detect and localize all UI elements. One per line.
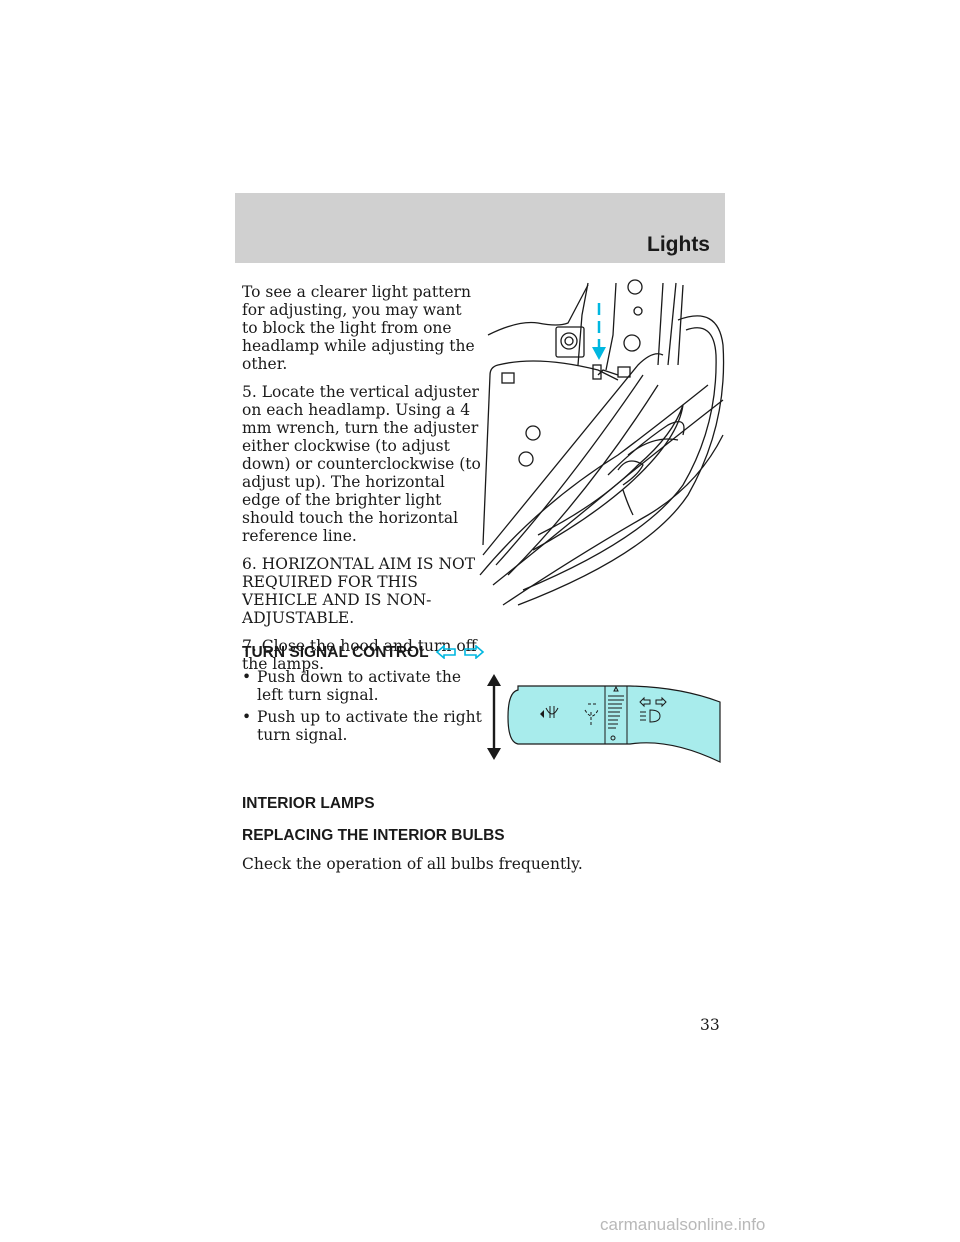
paragraph-vertical-adjuster: 5. Locate the vertical adjuster on each …: [242, 383, 481, 545]
turn-signal-heading-text: TURN SIGNAL CONTROL: [242, 644, 429, 661]
section-title: Lights: [647, 233, 710, 256]
bullet-dot: •: [242, 668, 252, 686]
interior-body-text: Check the operation of all bulbs frequen…: [242, 855, 583, 873]
paragraph-close-hood: 7. Close the hood and turn off the lamps…: [242, 637, 477, 673]
turn-signal-list: • Push down to activate the left turn sig…: [242, 668, 482, 748]
aim-instructions: To see a clearer light pattern for adjus…: [242, 283, 482, 683]
headlamp-adjuster-illustration: [479, 279, 725, 606]
list-item: • Push up to activate the right turn sign…: [242, 708, 482, 744]
turn-signal-lever-illustration: [487, 674, 721, 763]
interior-lamps-heading: INTERIOR LAMPS: [242, 795, 375, 812]
replacing-bulbs-subheading: REPLACING THE INTERIOR BULBS: [242, 827, 505, 844]
list-item: • Push down to activate the left turn sig…: [242, 668, 482, 704]
paragraph-horizontal-aim: 6. HORIZONTAL AIM IS NOT REQUIRED FOR TH…: [242, 555, 476, 627]
bullet-dot: •: [242, 708, 252, 726]
turn-signal-heading: TURN SIGNAL CONTROL: [242, 643, 484, 662]
section-header: Lights: [235, 193, 725, 263]
bullet-text-left: Push down to activate the left turn sign…: [257, 668, 462, 704]
turn-signal-arrows-icon: [435, 644, 484, 660]
bullet-text-right: Push up to activate the right turn signa…: [257, 708, 482, 744]
paragraph-clearer-pattern: To see a clearer light pattern for adjus…: [242, 283, 475, 373]
page-number: 33: [700, 1016, 720, 1034]
watermark: carmanualsonline.info: [600, 1215, 766, 1234]
